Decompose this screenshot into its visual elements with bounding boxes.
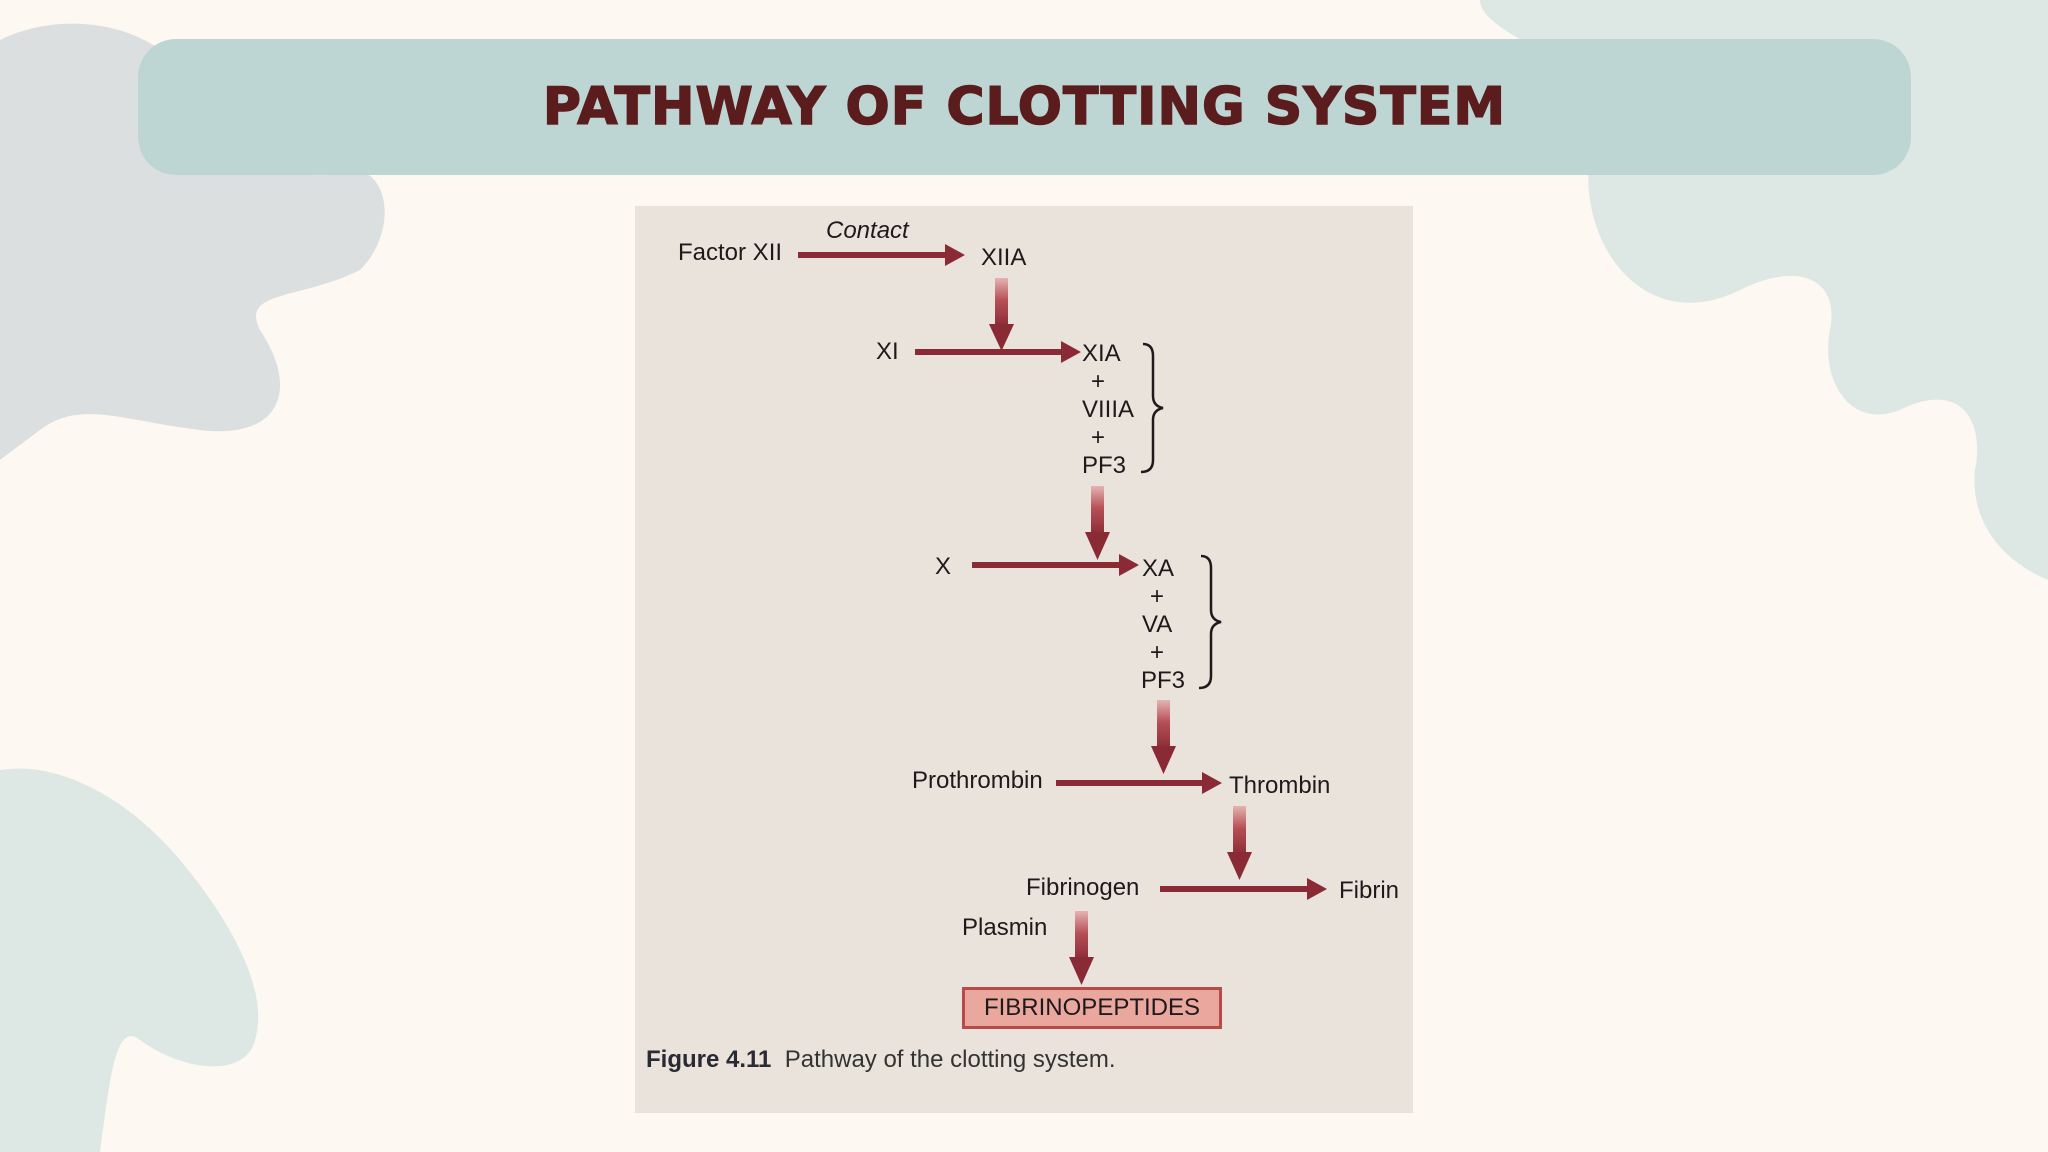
plus-sign: +	[1150, 639, 1165, 666]
arrow-plasmin-down	[1069, 911, 1094, 985]
node-pf3: PF3	[1082, 452, 1127, 479]
node-xa: XA	[1142, 555, 1175, 582]
plus-sign: +	[1091, 368, 1106, 395]
clotting-pathway-figure: Contact Factor XII XIIA XI XIA + VIIIA +…	[635, 206, 1413, 1113]
arrow-factorxii-to-xiia	[798, 244, 965, 266]
arrow-thrombin-down	[1227, 806, 1252, 880]
arrow-xi-to-xia	[915, 341, 1081, 363]
arrow-prothrombin-to-thrombin	[1056, 772, 1222, 794]
node-thrombin: Thrombin	[1229, 772, 1331, 799]
node-fibrinopeptides: FIBRINOPEPTIDES	[962, 987, 1222, 1029]
plus-sign: +	[1150, 583, 1165, 610]
node-xiia: XIIA	[981, 244, 1027, 271]
caption-text: Pathway of the clotting system.	[784, 1046, 1116, 1073]
contact-label: Contact	[826, 217, 909, 244]
node-xi: XI	[876, 338, 899, 365]
node-pf3: PF3	[1141, 667, 1186, 694]
node-xia: XIA	[1082, 340, 1121, 367]
figure-caption: Figure 4.11 Pathway of the clotting syst…	[646, 1046, 1116, 1074]
node-va: VA	[1142, 611, 1173, 638]
arrow-fibrinogen-to-fibrin	[1160, 878, 1327, 900]
node-viiia: VIIIA	[1082, 396, 1135, 423]
node-fibrinogen: Fibrinogen	[1026, 874, 1140, 901]
bottom-left-blob	[0, 768, 259, 1152]
brace-complex1	[1140, 342, 1164, 474]
title-banner: PATHWAY OF CLOTTING SYSTEM	[138, 39, 1911, 175]
node-prothrombin: Prothrombin	[912, 767, 1043, 794]
arrow-complex1-down	[1085, 486, 1110, 560]
arrow-xiia-down	[989, 278, 1014, 351]
pathway-arrows	[798, 244, 1327, 985]
node-plasmin: Plasmin	[962, 914, 1048, 941]
arrow-complex2-down	[1151, 700, 1176, 774]
arrow-x-to-xa	[972, 554, 1139, 576]
slide-title: PATHWAY OF CLOTTING SYSTEM	[542, 76, 1507, 138]
plus-sign: +	[1091, 424, 1106, 451]
top-left-blob	[0, 23, 385, 460]
node-x: X	[935, 553, 952, 580]
caption-label: Figure 4.11	[646, 1046, 772, 1073]
brace-complex2	[1198, 554, 1222, 690]
node-factor-xii: Factor XII	[678, 239, 783, 266]
node-fibrin: Fibrin	[1339, 877, 1400, 904]
